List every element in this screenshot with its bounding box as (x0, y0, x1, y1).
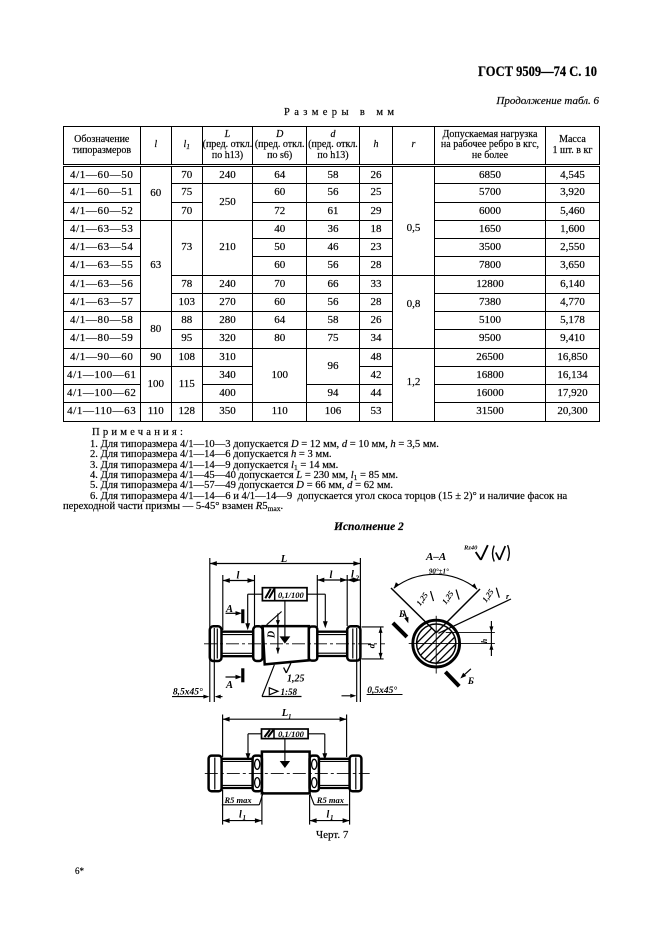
svg-text:Б: Б (467, 677, 474, 687)
svg-text:1: 1 (243, 814, 247, 822)
svg-text:8,5x45°: 8,5x45° (173, 686, 203, 697)
svg-text:L: L (280, 554, 287, 565)
svg-text:l: l (327, 810, 330, 821)
svg-text:1: 1 (288, 713, 292, 721)
svg-text:R5 max: R5 max (316, 795, 345, 805)
svg-text:0,1/100: 0,1/100 (278, 590, 304, 600)
svg-text:1: 1 (330, 814, 334, 822)
svg-text:l: l (330, 570, 333, 581)
svg-text:А–А: А–А (425, 551, 446, 563)
svg-text:2: 2 (355, 575, 360, 583)
svg-text:r: r (506, 592, 510, 601)
svg-text:l: l (237, 571, 240, 582)
svg-text:h: h (480, 638, 489, 643)
svg-text:A: A (225, 680, 233, 691)
svg-text:D: D (267, 631, 278, 639)
svg-text:l: l (239, 810, 242, 821)
svg-text:Rz40: Rz40 (463, 545, 478, 552)
svg-text:d: d (367, 643, 377, 648)
svg-text:Б: Б (398, 610, 405, 620)
svg-text:1,25: 1,25 (415, 591, 430, 608)
svg-text:1:58: 1:58 (281, 687, 298, 697)
svg-text:1,25: 1,25 (480, 587, 495, 604)
svg-text:l: l (351, 570, 354, 581)
svg-text:L: L (281, 708, 288, 719)
svg-text:90°±1°: 90°±1° (429, 568, 449, 576)
svg-text:1,25: 1,25 (440, 589, 455, 606)
svg-text:0,1/100: 0,1/100 (278, 729, 304, 739)
svg-text:0,5x45°: 0,5x45° (367, 685, 397, 696)
svg-text:A: A (225, 604, 233, 615)
svg-text:1,25: 1,25 (287, 674, 305, 685)
svg-text:R5 max: R5 max (224, 795, 253, 805)
